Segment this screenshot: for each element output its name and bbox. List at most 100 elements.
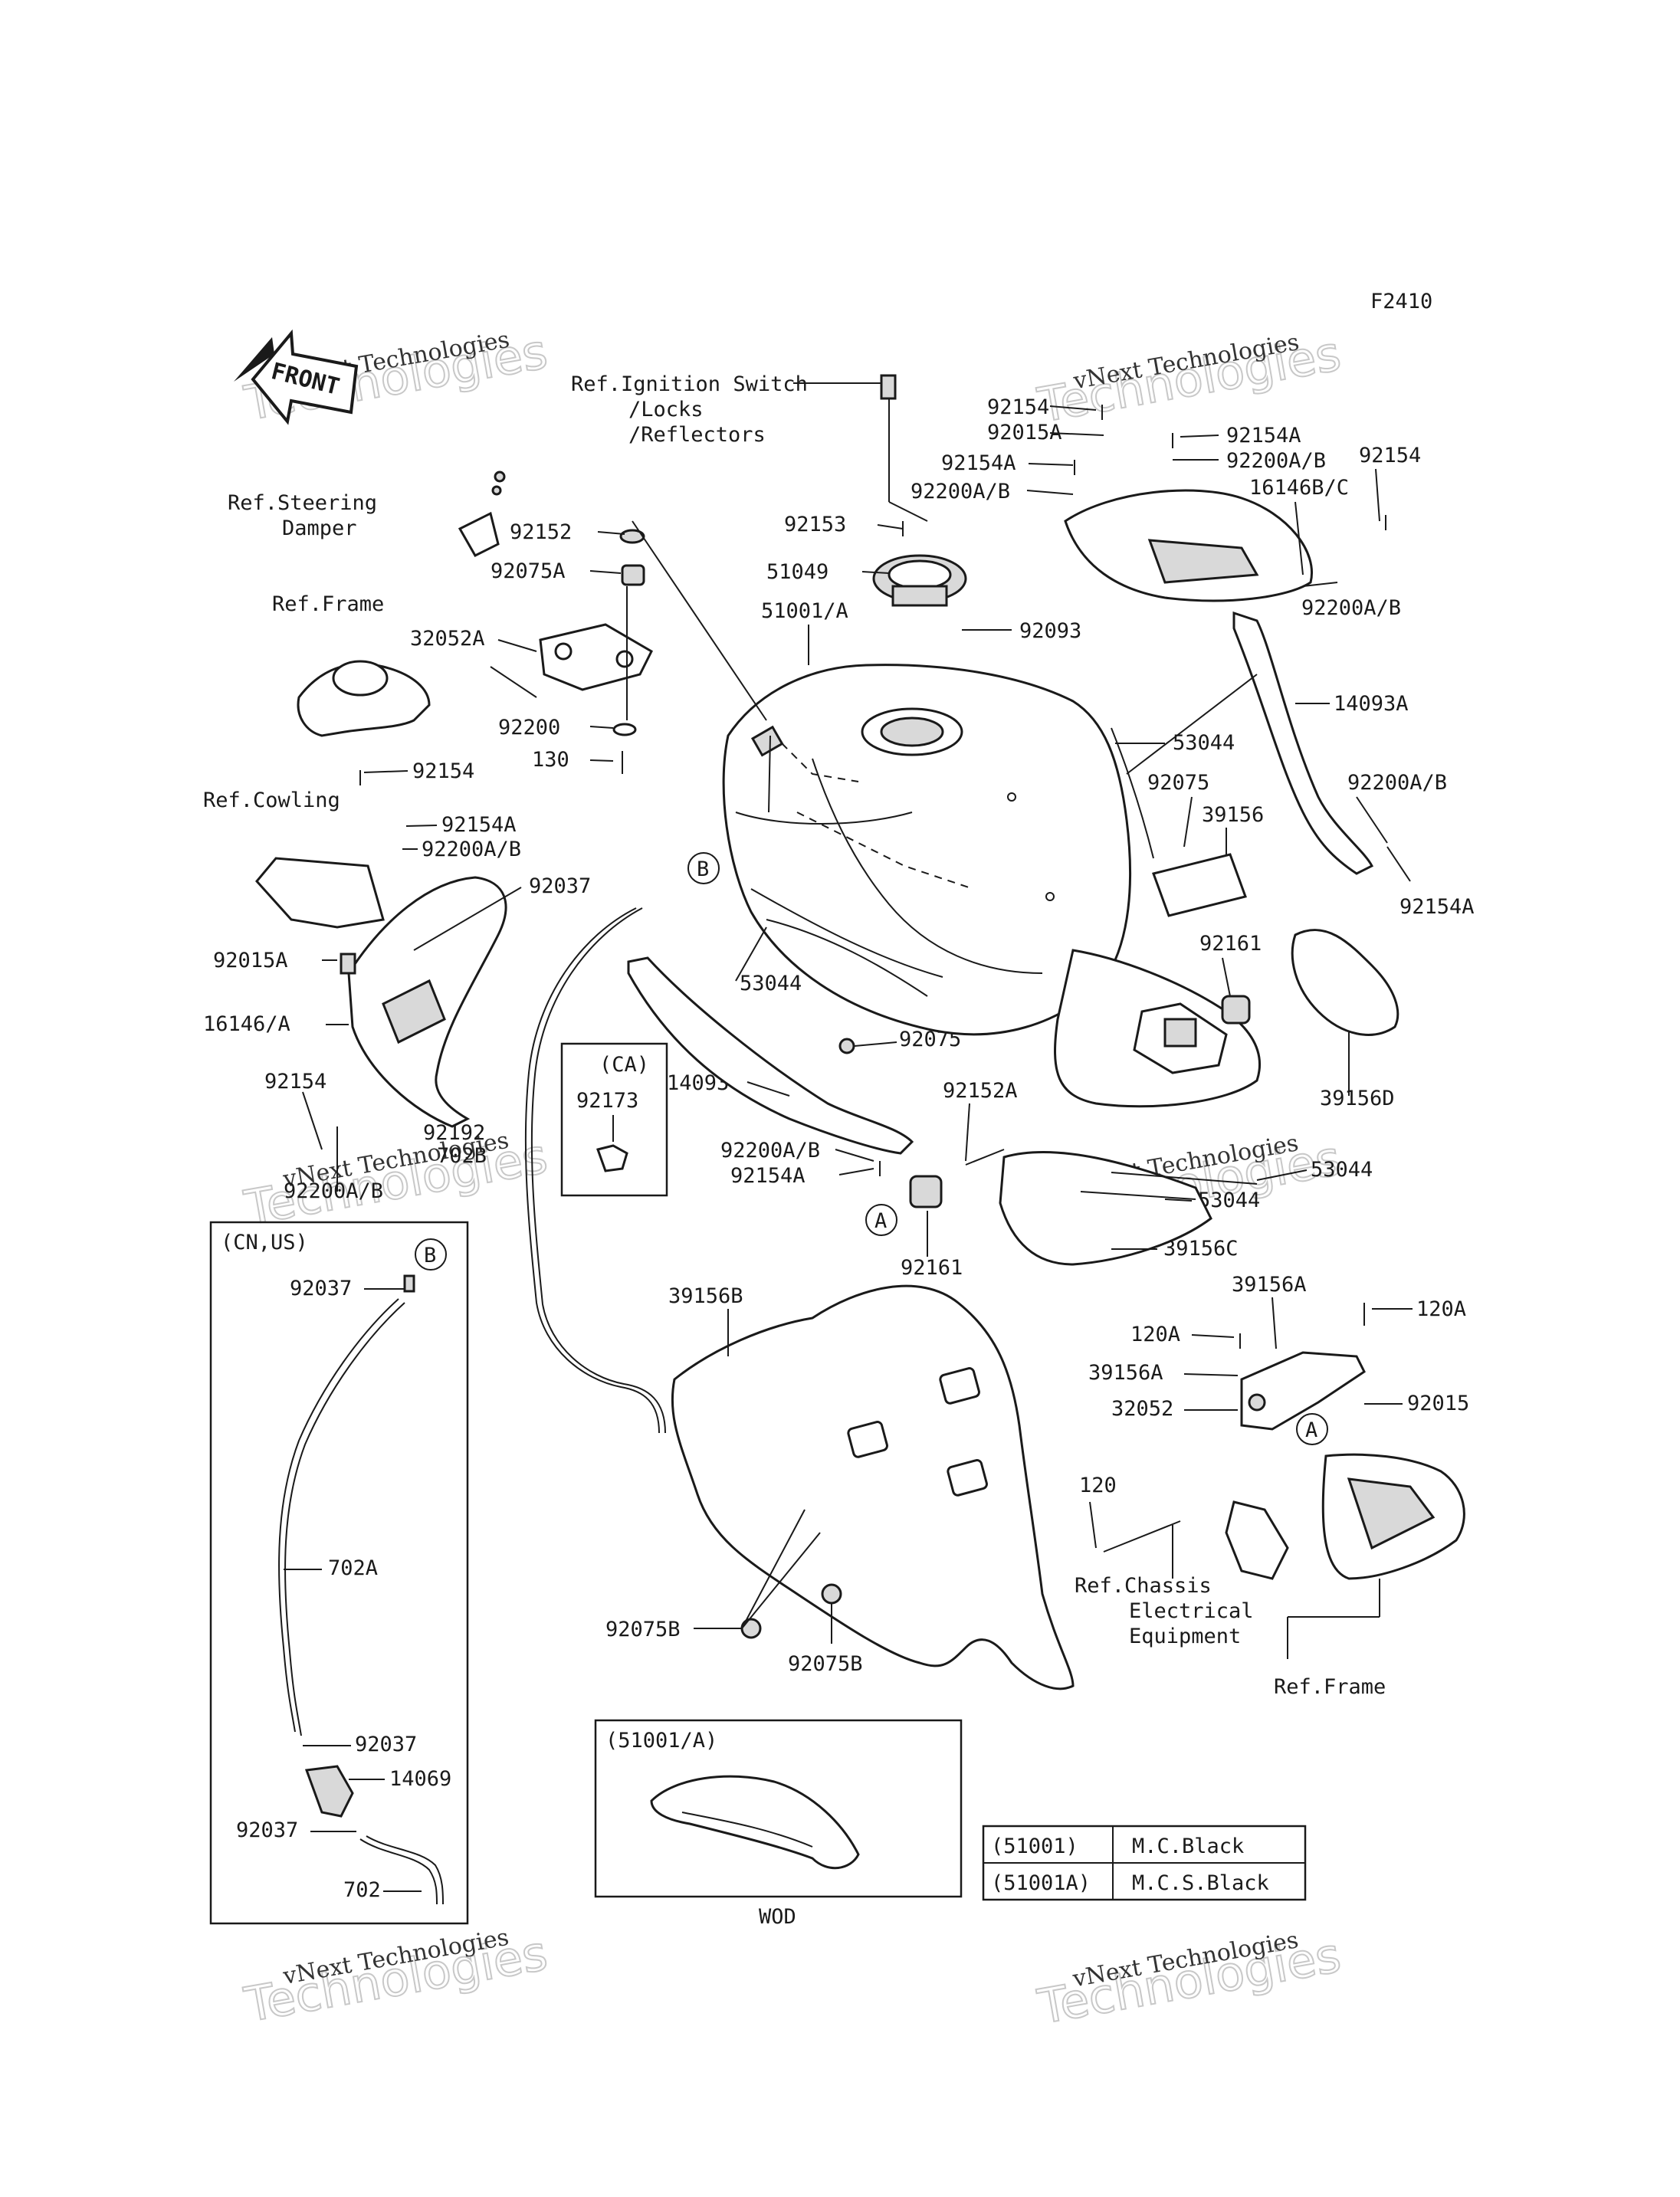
callout-39156D: 39156D <box>1320 1087 1395 1110</box>
side-cover-16146A <box>347 876 507 1128</box>
callout-92154: 92154 <box>987 395 1049 419</box>
valve-14069-icon <box>304 1765 354 1818</box>
callout-92200: 92200 <box>498 716 560 739</box>
grommet-92015A-left <box>340 953 356 975</box>
callout-92152A: 92152A <box>943 1079 1018 1103</box>
svg-text:B: B <box>697 857 709 881</box>
pipe-92152A <box>965 1149 1005 1166</box>
callout-92075A: 92075A <box>491 559 566 583</box>
ref-cowling: Ref.Cowling <box>203 789 340 812</box>
table-row2-color: M.C.S.Black <box>1132 1871 1269 1895</box>
callout-92152: 92152 <box>510 520 572 544</box>
callout-92154: 92154 <box>412 759 474 783</box>
callout-92154A: 92154A <box>941 451 1016 475</box>
callout-92161: 92161 <box>1199 932 1262 956</box>
ref-ignition-line1: Ref.Ignition Switch <box>571 372 808 396</box>
callout-92154A: 92154A <box>730 1164 806 1188</box>
cnus-title: (CN,US) <box>221 1231 308 1254</box>
ca-part-92173: 92173 <box>576 1089 638 1113</box>
callout-32052: 32052 <box>1111 1397 1173 1421</box>
callout-39156B: 39156B <box>668 1284 743 1308</box>
callout-120A: 120A <box>1416 1297 1466 1321</box>
ca-title: (CA) <box>599 1053 649 1077</box>
callout-92200AB: 92200A/B <box>284 1179 383 1203</box>
cnus-702: 702 <box>343 1878 381 1902</box>
svg-text:A: A <box>1305 1418 1317 1442</box>
bracket-14093 <box>627 956 914 1155</box>
callout-39156C: 39156C <box>1163 1237 1239 1261</box>
cnus-92037-b: 92037 <box>355 1733 417 1756</box>
grommet-92075-b <box>838 1038 855 1054</box>
side-cover-16146BC <box>1064 489 1313 602</box>
clip-92173-icon <box>596 1144 628 1172</box>
callout-14093A: 14093A <box>1334 692 1409 716</box>
callout-92154A: 92154A <box>441 813 517 837</box>
callout-53044: 53044 <box>740 972 802 995</box>
damper-92161-low <box>909 1175 943 1208</box>
figure-code: F2410 <box>1370 290 1432 313</box>
hose-702B <box>524 907 666 1434</box>
panel-39156 <box>1152 853 1247 917</box>
cnus-marker-B: B <box>424 1244 436 1267</box>
callout-92154: 92154 <box>264 1070 326 1094</box>
grommet-92075A <box>621 564 645 586</box>
fuel-cap-51049 <box>872 554 967 607</box>
callout-92200AB: 92200A/B <box>1347 771 1447 795</box>
callout-92015A: 92015A <box>213 949 288 972</box>
ref-ignition-switch: Ref.Ignition Switch /Locks /Reflectors <box>571 372 808 447</box>
rubber-plug <box>880 374 897 400</box>
cnus-92037-a: 92037 <box>290 1277 352 1300</box>
cn-us-variant-box: (CN,US) B 92037 702A 92037 14069 92037 7… <box>209 1221 469 1925</box>
callout-120: 120 <box>1079 1474 1117 1497</box>
ref-frame-bottom: Ref.Frame <box>1274 1675 1386 1699</box>
ref-chassis-electrical: Ref.Chassis Electrical Equipment <box>1075 1574 1254 1648</box>
ref-steering-line2: Damper <box>282 516 357 540</box>
cnus-702A: 702A <box>328 1556 378 1580</box>
front-arrow-icon: FRONT <box>234 329 359 425</box>
table-row1-code: (51001) <box>991 1835 1078 1858</box>
hose-702A <box>278 1298 405 1736</box>
callout-32052A: 32052A <box>410 627 485 651</box>
callout-39156A: 39156A <box>1088 1361 1163 1385</box>
ref-ignition-line2: /Locks <box>628 398 704 421</box>
grommet-92075B-b <box>821 1583 842 1605</box>
ref-ignition-line3: /Reflectors <box>628 423 766 447</box>
bracket-14093A <box>1232 611 1374 875</box>
inset-tank-shape <box>650 1775 860 1870</box>
watermark-bottom-left: Technologies vNext Technologies <box>239 1924 552 2034</box>
strip-53044-b <box>766 919 928 997</box>
ref-frame-top: Ref.Frame <box>272 592 384 616</box>
callout-92037: 92037 <box>529 874 591 898</box>
callout-53044: 53044 <box>1311 1158 1373 1182</box>
fuel-tank-51001 <box>722 664 1262 1108</box>
under-tray-39156B <box>671 1284 1075 1690</box>
callout-51001A: 51001/A <box>761 599 848 623</box>
strip-53044-d <box>1080 1191 1196 1200</box>
callout-120A: 120A <box>1130 1323 1180 1346</box>
callout-92075B: 92075B <box>788 1652 863 1676</box>
callout-labels: 92154 92015A 92154A 92200A/B 92154A 9220… <box>203 395 1475 1676</box>
callout-92093: 92093 <box>1019 619 1081 643</box>
callout-53044: 53044 <box>1173 731 1235 755</box>
color-code-table: (51001) M.C.Black (51001A) M.C.S.Black <box>982 1825 1307 1901</box>
callout-16146A: 16146/A <box>203 1012 290 1036</box>
ref-steering-line1: Ref.Steering <box>228 491 377 515</box>
marker-B-tank: B <box>687 852 720 884</box>
damper-92161-top <box>1221 995 1251 1025</box>
callout-92154: 92154 <box>1359 444 1421 467</box>
cowling-bracket <box>255 857 385 929</box>
ref-chassis-line1: Ref.Chassis <box>1075 1574 1212 1598</box>
bracket-32052 <box>1240 1351 1366 1431</box>
marker-A-left: A <box>865 1204 897 1236</box>
callout-39156A: 39156A <box>1232 1273 1307 1297</box>
grommet-92152 <box>619 529 645 544</box>
callout-92200AB: 92200A/B <box>422 838 521 861</box>
washer-92200 <box>612 723 637 736</box>
inset-51001A: (51001/A) WOD <box>594 1719 963 1929</box>
table-row1-color: M.C.Black <box>1132 1835 1244 1858</box>
cnus-92037-c: 92037 <box>236 1818 298 1842</box>
chassis-bracket <box>1225 1500 1289 1580</box>
strip-53044-a <box>1111 727 1154 859</box>
